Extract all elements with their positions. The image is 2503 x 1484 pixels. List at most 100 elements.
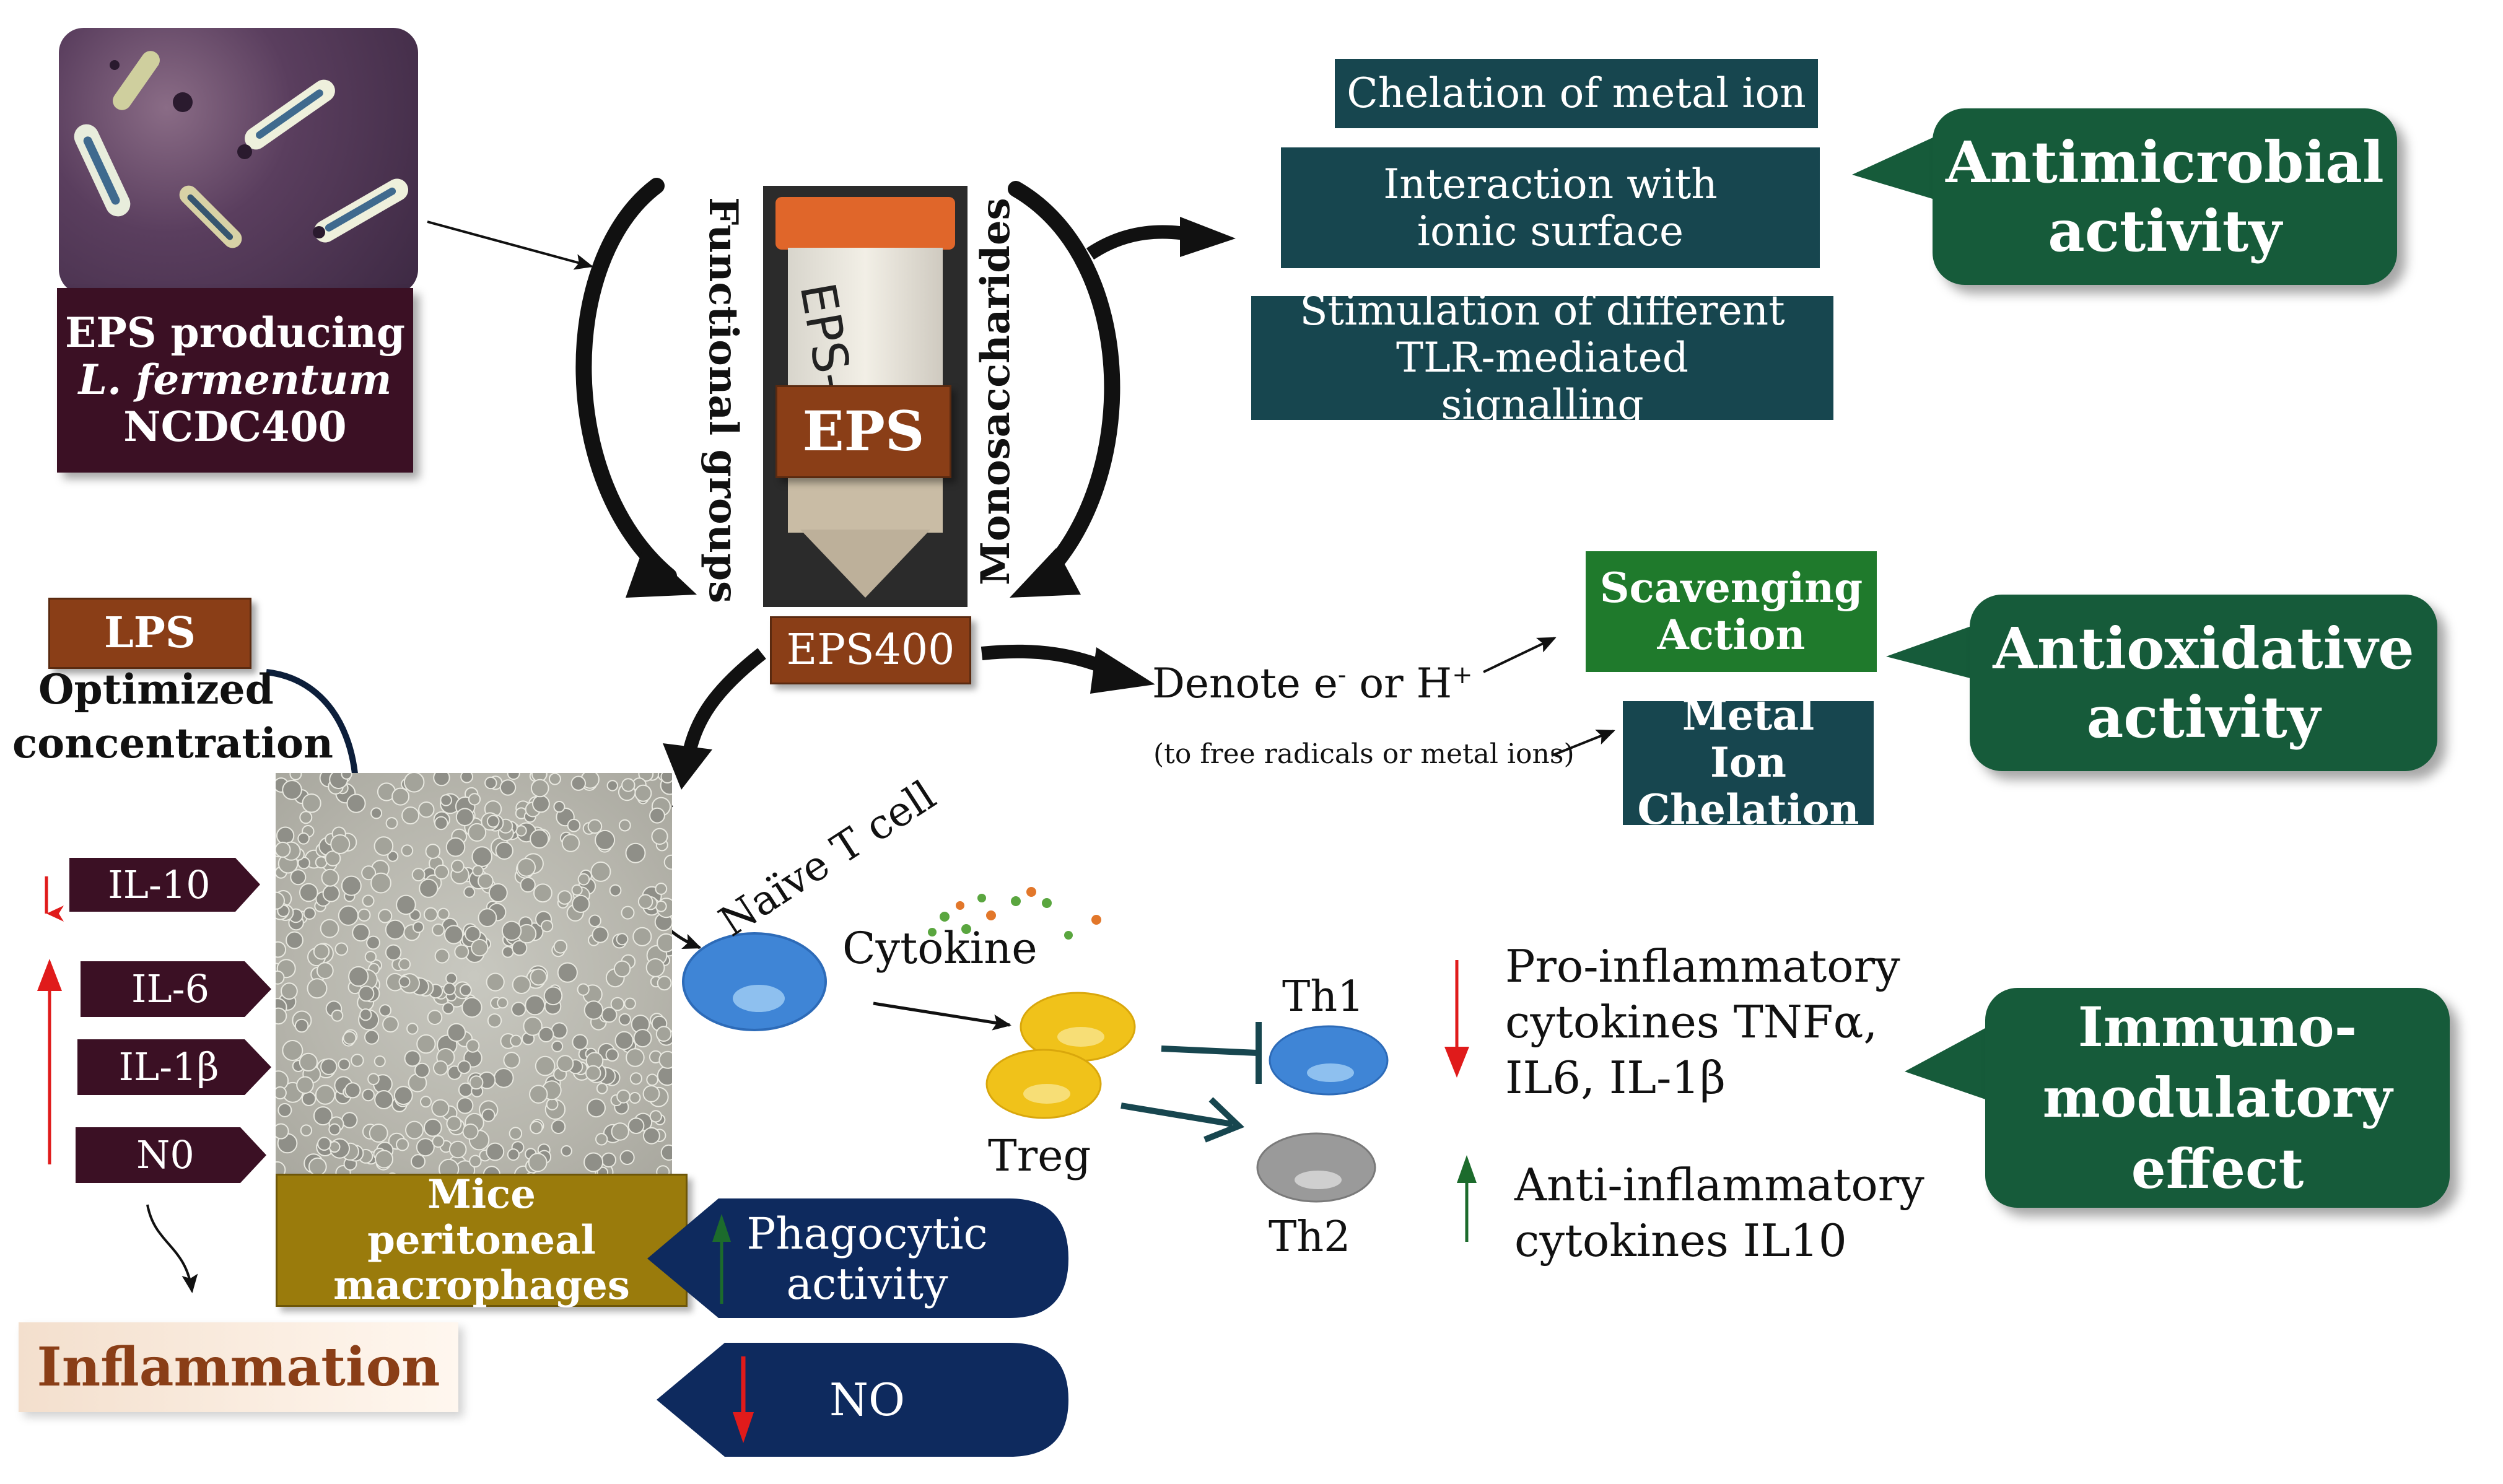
micrograph-cell: [406, 1023, 419, 1035]
micrograph-cell: [657, 933, 672, 953]
micrograph-cell: [551, 1119, 566, 1135]
micrograph-cell: [649, 1110, 662, 1123]
tube-cap: [775, 197, 955, 250]
micrograph-cell: [294, 1018, 309, 1033]
micrograph-cell: [588, 914, 601, 928]
th2-label: Th2: [1269, 1213, 1351, 1262]
micrograph-cell: [561, 1145, 572, 1157]
micrograph-cell: [637, 894, 653, 909]
micrograph-cell: [618, 819, 631, 832]
micrograph-cell: [658, 1050, 672, 1069]
micrograph-cell: [629, 1092, 641, 1104]
micrograph-cell: [587, 819, 603, 834]
micrograph-cell: [341, 875, 362, 896]
immuno-callout: Immuno- modulatory effect: [1985, 988, 2450, 1208]
micrograph-cell: [373, 836, 394, 856]
micrograph-cell: [300, 1124, 313, 1137]
antimicrobial-callout: Antimicrobial activity: [1933, 108, 2397, 285]
eps-label: EPS: [775, 385, 951, 478]
micrograph-cell: [606, 780, 618, 792]
micrograph-cell: [486, 814, 500, 828]
micrograph-cell: [561, 834, 580, 852]
micrograph-cell: [583, 1000, 604, 1020]
micrograph-cell: [455, 808, 474, 826]
micrograph-cell: [454, 944, 470, 959]
micrograph-cell: [276, 891, 285, 910]
micrograph-cell: [440, 794, 453, 806]
micrograph-cell: [316, 962, 334, 980]
scavenging-action: Scavenging Action: [1586, 551, 1877, 672]
micrograph-cell: [277, 1102, 292, 1117]
lps-line1: Optimized: [38, 665, 274, 714]
micrograph-cell: [364, 1029, 380, 1045]
micrograph-cell: [366, 935, 380, 950]
micrograph-cell: [525, 995, 546, 1016]
micrograph-cell: [385, 944, 402, 961]
micrograph-cell: [357, 908, 371, 922]
micrograph-cell: [444, 925, 464, 945]
metal-ion-chelation: Metal Ion Chelation: [1623, 692, 1874, 833]
micrograph-cell: [533, 883, 553, 903]
micrograph-cell: [501, 920, 522, 941]
micrograph-cell: [577, 983, 590, 996]
micrograph-cell: [535, 1055, 556, 1076]
immuno-line2: modulatory: [2042, 1065, 2393, 1130]
micrograph-cell: [557, 890, 572, 905]
micrograph-cell: [614, 1031, 634, 1050]
immuno-line1: Immuno-: [2077, 994, 2357, 1059]
micrograph-cell: [481, 1108, 496, 1122]
micrograph-cell: [313, 943, 330, 960]
micrograph-cell: [378, 1004, 391, 1017]
micrograph-cell: [321, 868, 339, 887]
micrograph-cell: [341, 773, 352, 780]
pro-line3: IL6, IL-1β: [1505, 1052, 1726, 1104]
micrograph-cell: [469, 1075, 484, 1090]
micrograph-cell: [494, 1068, 514, 1088]
micrograph-cell: [456, 1097, 474, 1114]
micrograph-cell: [626, 1048, 645, 1067]
micrograph-cell: [364, 951, 377, 963]
micrograph-cell: [411, 1154, 426, 1169]
micrograph-cell: [507, 1148, 520, 1161]
micrograph-cell: [432, 1135, 445, 1148]
micrograph-cell: [419, 878, 439, 898]
micrograph-cell: [343, 1031, 357, 1045]
treg-label: Treg: [988, 1130, 1091, 1181]
micrograph-cell: [520, 876, 536, 893]
micrograph-cell: [466, 1039, 480, 1053]
pro-line1: Pro-inflammatory: [1505, 940, 1900, 992]
monosaccharides-label: Monosaccharides: [972, 198, 1019, 585]
bacteria-line2: L. fermentum: [78, 356, 392, 404]
micrograph-cell: [434, 864, 450, 880]
micrograph-cell: [338, 905, 359, 926]
micrograph-cell: [387, 850, 399, 862]
micrograph-cell: [502, 946, 514, 958]
micrograph-cell: [512, 940, 528, 956]
cytokine-il10: IL-10: [108, 862, 211, 907]
micrograph-cell: [472, 865, 484, 877]
micrograph-cell: [590, 861, 611, 882]
bacteria-image: [59, 28, 418, 294]
th1-label: Th1: [1282, 972, 1365, 1021]
micrograph-cell: [276, 1086, 287, 1100]
micrograph-cell: [328, 1123, 341, 1136]
micrograph-cell: [412, 921, 424, 933]
micrograph-cell: [281, 982, 298, 1000]
phagocytic-activity: Phagocytic activity: [746, 1208, 988, 1309]
micrograph-cell: [416, 1138, 435, 1157]
th1-cell-shape: [1269, 1025, 1389, 1096]
antimicrobial-item-3: Stimulation of different TLR-mediated si…: [1251, 287, 1833, 428]
micrograph-cell: [446, 1115, 462, 1132]
micrograph-cell: [499, 779, 517, 796]
micrograph-cell: [507, 773, 520, 780]
micrograph-cell: [645, 958, 665, 977]
micrograph-cell: [403, 773, 425, 793]
micrograph-cell: [567, 818, 581, 832]
micrograph-cell: [431, 1099, 450, 1117]
micrograph-cell: [424, 1118, 442, 1137]
cytokine-n0: N0: [136, 1132, 194, 1178]
micrograph-cell: [616, 1089, 631, 1104]
treg-cell-shape: [985, 992, 1136, 1119]
micrograph-cell: [660, 1144, 672, 1161]
micrograph-cell: [541, 920, 554, 933]
